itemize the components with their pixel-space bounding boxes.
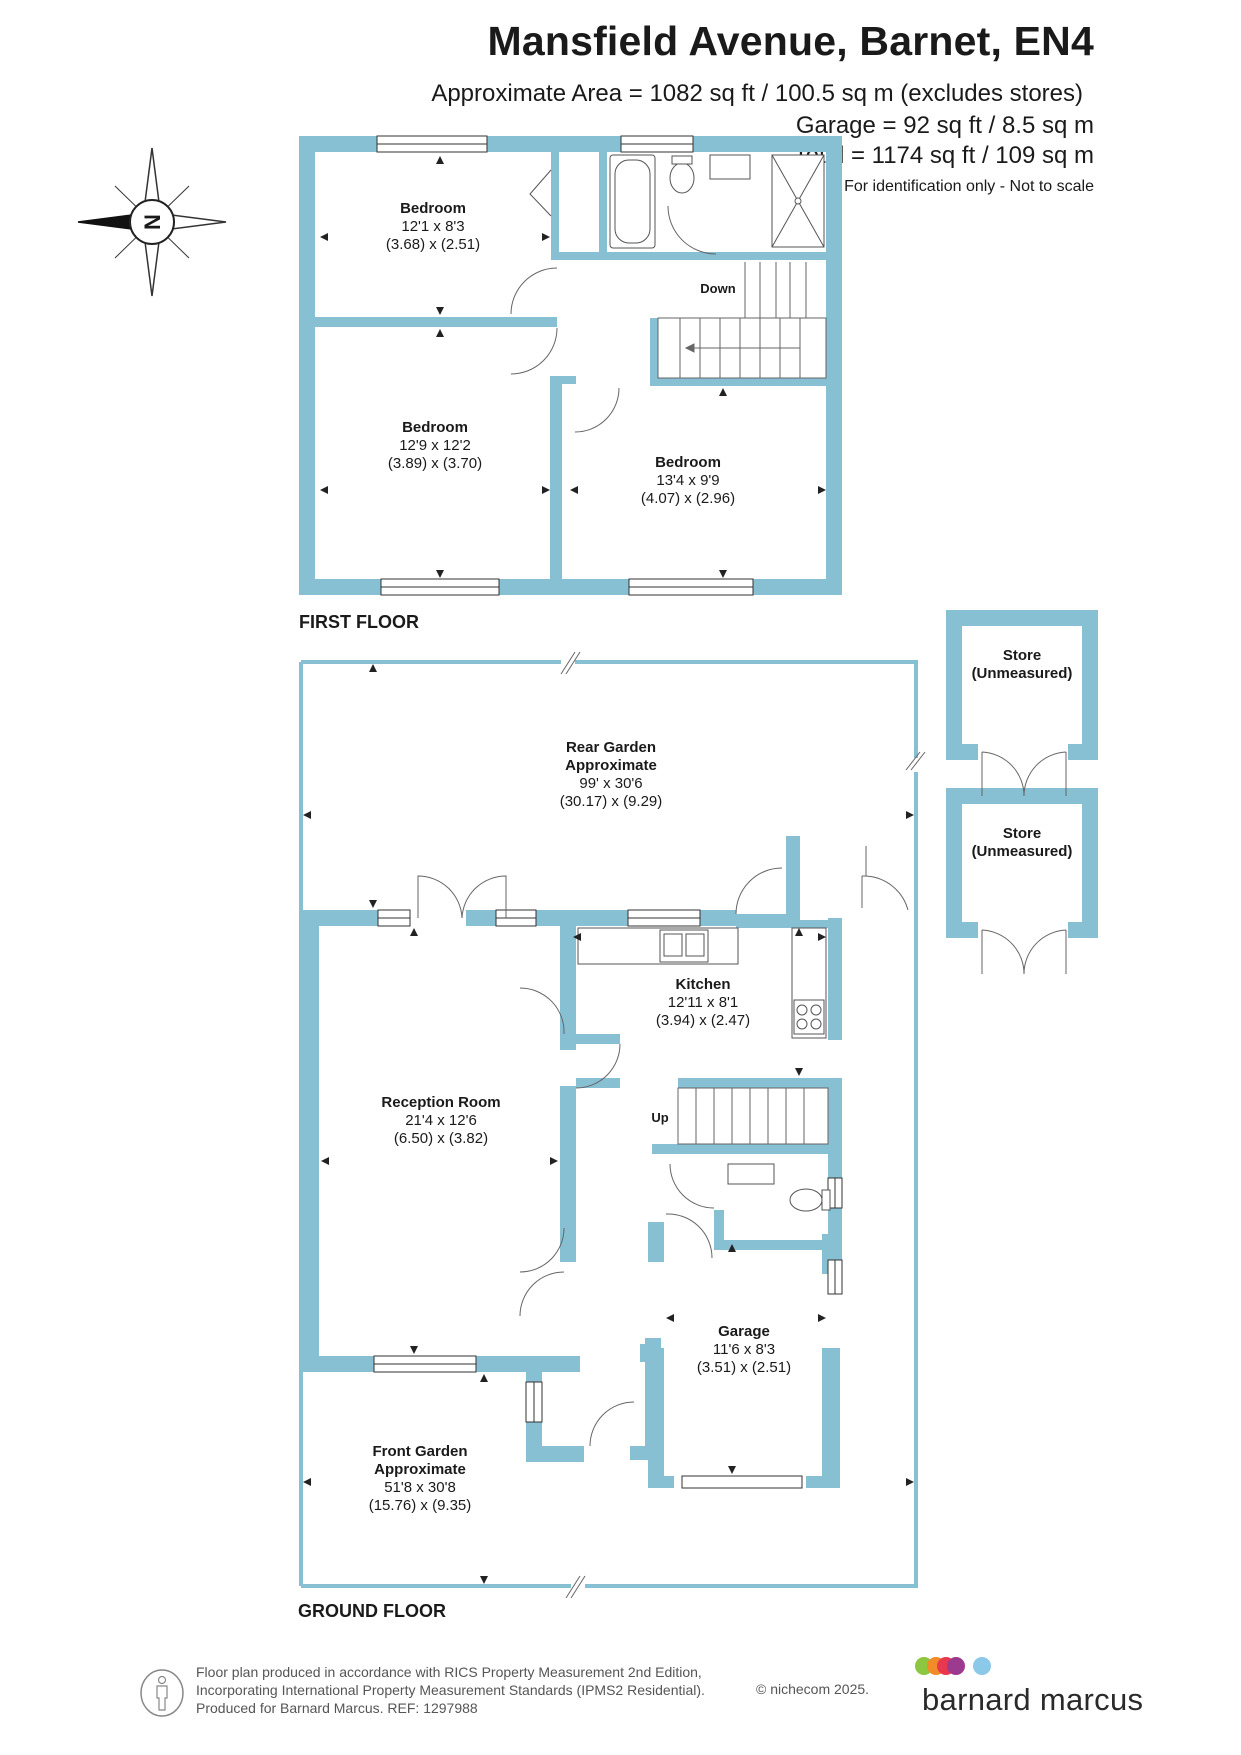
bedroom-2-metric: (3.89) x (3.70) <box>388 455 482 472</box>
first-floor-label: FIRST FLOOR <box>299 612 419 632</box>
garage-metric: (3.51) x (2.51) <box>697 1359 791 1376</box>
footer-text: Floor plan produced in accordance with R… <box>196 1663 705 1717</box>
ground-floor-plan: Rear Garden Approximate 99' x 30'6 (30.1… <box>298 651 926 1621</box>
rear-garden-metric: (30.17) x (9.29) <box>560 793 663 810</box>
kitchen-name: Kitchen <box>675 976 730 993</box>
compass-icon: N <box>77 147 227 297</box>
rics-person-icon <box>140 1669 184 1717</box>
first-floor-stairs-label: Down <box>700 281 735 296</box>
approximate-area: Approximate Area = 1082 sq ft / 100.5 sq… <box>431 80 1083 107</box>
bedroom-2-imperial: 12'9 x 12'2 <box>399 437 471 454</box>
first-floor-plan: Bedroom 12'1 x 8'3 (3.68) x (2.51) Bedro… <box>299 135 842 632</box>
ground-floor-stairs-label: Up <box>651 1110 668 1125</box>
bedroom-3-name: Bedroom <box>655 454 721 471</box>
footer-line-3: Produced for Barnard Marcus. REF: 129798… <box>196 1700 478 1716</box>
rear-garden-name: Rear Garden <box>566 739 656 756</box>
front-garden-imperial: 51'8 x 30'8 <box>384 1479 456 1496</box>
rear-garden-sub: Approximate <box>565 757 657 774</box>
property-title: Mansfield Avenue, Barnet, EN4 <box>487 18 1094 64</box>
bedroom-3-imperial: 13'4 x 9'9 <box>656 472 719 489</box>
front-garden-metric: (15.76) x (9.35) <box>369 1497 472 1514</box>
store-2-sub: (Unmeasured) <box>972 843 1073 860</box>
brand-wordmark: barnard marcus <box>922 1682 1144 1717</box>
bedroom-1-name: Bedroom <box>400 200 466 217</box>
brand-logo-dots <box>915 1657 991 1675</box>
bedroom-2-name: Bedroom <box>402 419 468 436</box>
bedroom-1-imperial: 12'1 x 8'3 <box>401 218 464 235</box>
garage-name: Garage <box>718 1323 770 1340</box>
copyright: © nichecom 2025. <box>756 1681 870 1697</box>
front-garden-name: Front Garden <box>372 1443 467 1460</box>
kitchen-metric: (3.94) x (2.47) <box>656 1012 750 1029</box>
store-2-name: Store <box>1003 825 1041 842</box>
garage-imperial: 11'6 x 8'3 <box>713 1341 775 1358</box>
kitchen-imperial: 12'11 x 8'1 <box>668 994 739 1011</box>
disclaimer: For identification only - Not to scale <box>844 178 1094 195</box>
north-label: N <box>140 214 165 230</box>
ground-floor-label: GROUND FLOOR <box>298 1601 446 1621</box>
store-1-sub: (Unmeasured) <box>972 665 1073 682</box>
rear-garden-imperial: 99' x 30'6 <box>579 775 642 792</box>
reception-name: Reception Room <box>381 1094 500 1111</box>
stores: Store (Unmeasured) Store (Unmeasured) <box>946 610 1098 975</box>
reception-imperial: 21'4 x 12'6 <box>405 1112 477 1129</box>
garage-area: Garage = 92 sq ft / 8.5 sq m <box>795 112 1094 139</box>
bedroom-3-metric: (4.07) x (2.96) <box>641 490 735 507</box>
footer-line-2: Incorporating International Property Mea… <box>196 1682 705 1698</box>
front-garden-sub: Approximate <box>374 1461 466 1478</box>
bedroom-1-metric: (3.68) x (2.51) <box>386 236 480 253</box>
store-1-name: Store <box>1003 647 1041 664</box>
total-area: Total = 1174 sq ft / 109 sq m <box>793 142 1094 169</box>
reception-metric: (6.50) x (3.82) <box>394 1130 488 1147</box>
footer-line-1: Floor plan produced in accordance with R… <box>196 1664 702 1680</box>
